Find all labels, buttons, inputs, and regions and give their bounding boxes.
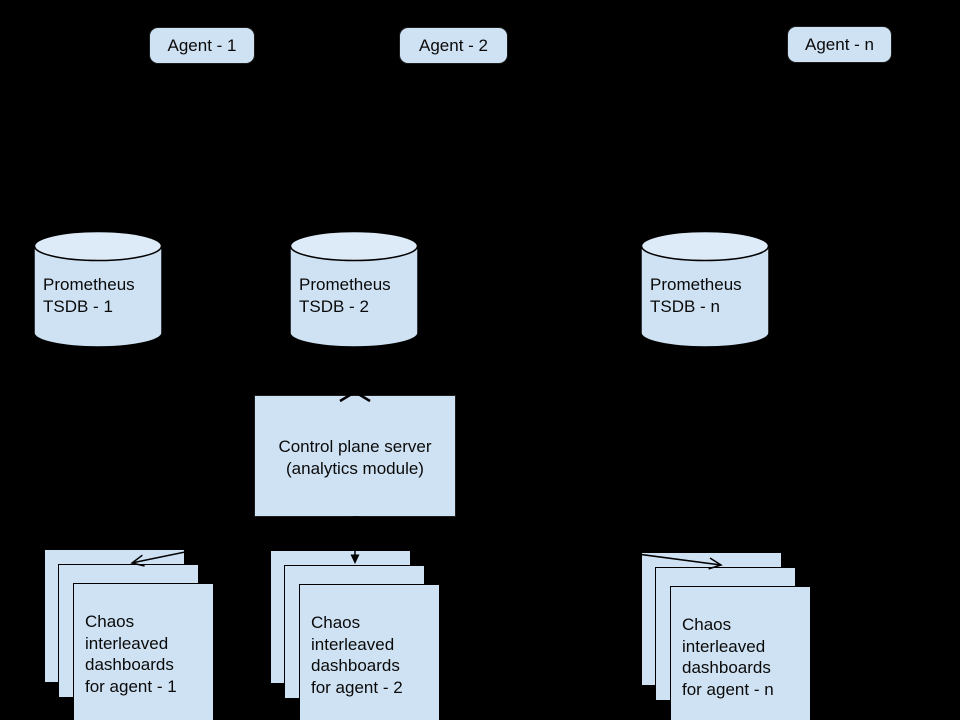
- control-plane-label-line2: (analytics module): [286, 459, 424, 478]
- cylinder-shape-icon: [289, 230, 419, 348]
- agent-1-box: Agent - 1: [149, 27, 255, 64]
- cylinder-shape-icon: [640, 230, 770, 348]
- dashboard-2-label-line3: dashboards: [311, 656, 400, 675]
- tsdb-n-label-line2: TSDB - n: [650, 297, 720, 316]
- dashboard-n-label-line4: for agent - n: [682, 679, 774, 699]
- agent-n-box: Agent - n: [787, 26, 892, 63]
- prometheus-tsdb-n-cylinder: Prometheus TSDB - n: [640, 230, 770, 348]
- dashboard-n-label-line1: Chaos: [682, 615, 732, 634]
- tsdb-n-label: Prometheus TSDB - n: [650, 274, 742, 318]
- tsdb-2-label: Prometheus TSDB - 2: [299, 274, 391, 318]
- agent-n-label: Agent - n: [805, 34, 874, 54]
- dashboard-n-label-line2: interleaved: [682, 636, 766, 656]
- agent-1-label: Agent - 1: [167, 35, 237, 55]
- tsdb-2-label-line1: Prometheus: [299, 275, 391, 294]
- dashboard-n-label: Chaos interleaved dashboards for agent -…: [682, 614, 774, 700]
- prometheus-tsdb-1-cylinder: Prometheus TSDB - 1: [33, 230, 163, 348]
- dashboard-2-label-line4: for agent - 2: [311, 677, 403, 697]
- dashboard-card-front: Chaos interleaved dashboards for agent -…: [73, 583, 214, 720]
- dashboard-2-label-line2: interleaved: [311, 634, 395, 654]
- dashboard-n-label-line3: dashboards: [682, 658, 771, 677]
- dashboard-2-label: Chaos interleaved dashboards for agent -…: [311, 612, 403, 698]
- dashboard-1-label-line4: for agent - 1: [85, 676, 177, 696]
- tsdb-1-label-line2: TSDB - 1: [43, 297, 113, 316]
- dashboard-card-front: Chaos interleaved dashboards for agent -…: [670, 586, 811, 720]
- dashboard-2-label-line1: Chaos: [311, 613, 361, 632]
- tsdb-1-label: Prometheus TSDB - 1: [43, 274, 135, 318]
- agent-2-label: Agent - 2: [419, 35, 488, 55]
- cylinder-shape-icon: [33, 230, 163, 348]
- control-plane-server-box: Control plane server (analytics module): [254, 395, 456, 517]
- dashboard-1-label-line3: dashboards: [85, 655, 174, 674]
- dashboard-1-label-line2: interleaved: [85, 633, 169, 653]
- dashboard-1-label: Chaos interleaved dashboards for agent -…: [85, 611, 177, 697]
- arrow-tsdb2-to-control-plane: [339, 348, 371, 403]
- dashboard-card-front: Chaos interleaved dashboards for agent -…: [299, 584, 440, 720]
- dashboard-1-label-line1: Chaos: [85, 612, 135, 631]
- tsdb-2-label-line2: TSDB - 2: [299, 297, 369, 316]
- prometheus-tsdb-2-cylinder: Prometheus TSDB - 2: [289, 230, 419, 348]
- agent-2-box: Agent - 2: [399, 27, 508, 64]
- tsdb-n-label-line1: Prometheus: [650, 275, 742, 294]
- control-plane-label-line1: Control plane server: [278, 437, 432, 456]
- tsdb-1-label-line1: Prometheus: [43, 275, 135, 294]
